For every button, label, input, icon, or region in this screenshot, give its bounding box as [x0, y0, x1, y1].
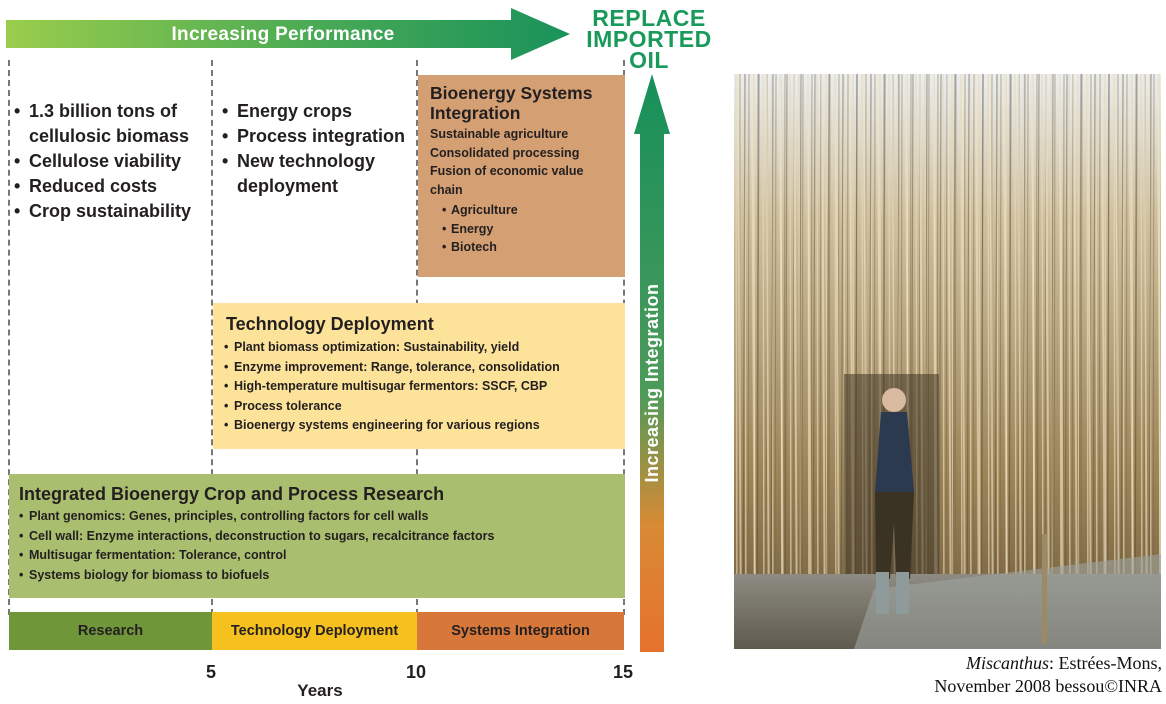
years-axis-label: Years — [297, 681, 343, 700]
list-item: Bioenergy systems engineering for variou… — [224, 416, 619, 436]
integrated-research-box: Integrated Bioenergy Crop and Process Re… — [9, 474, 625, 598]
list-item: Cell wall: Enzyme interactions, deconstr… — [19, 527, 619, 547]
replace-imported-oil-goal: REPLACE IMPORTED OIL — [568, 5, 730, 73]
year-tick: 15 — [612, 662, 634, 682]
detail-line: Consolidated processing — [430, 145, 580, 160]
list-item: New technology deployment — [222, 149, 414, 199]
list-item: Plant genomics: Genes, principles, contr… — [19, 507, 619, 527]
list-item: Energy — [442, 220, 615, 239]
miscanthus-field-image — [734, 74, 1161, 649]
list-item: Process integration — [222, 124, 414, 149]
list-item: 1.3 billion tons of cellulosic biomass — [14, 99, 209, 149]
systems-integration-title: Bioenergy Systems Integration — [430, 83, 593, 123]
photo-caption: Miscanthus: Estrées-Mons, November 2008 … — [800, 652, 1162, 698]
list-item: Agriculture — [442, 201, 615, 220]
list-item: Systems biology for biomass to biofuels — [19, 566, 619, 586]
year-tick: 10 — [405, 662, 427, 682]
value-chain-list: Agriculture Energy Biotech — [442, 201, 615, 257]
technology-deployment-box: Technology Deployment Plant biomass opti… — [213, 303, 625, 449]
integrated-research-title: Integrated Bioenergy Crop and Process Re… — [19, 484, 445, 504]
list-item: Process tolerance — [224, 397, 619, 417]
increasing-performance-arrow — [6, 8, 570, 60]
phase-research: Research — [9, 612, 212, 650]
integrated-research-list: Plant genomics: Genes, principles, contr… — [19, 507, 619, 585]
miscanthus-photo — [734, 74, 1161, 649]
caption-line-1: Miscanthus: Estrées-Mons, — [800, 652, 1162, 675]
detail-line: Sustainable agriculture — [430, 127, 569, 141]
caption-line-2: November 2008 bessou©INRA — [934, 676, 1162, 696]
increasing-integration-arrow — [634, 74, 670, 652]
phase-systems-integration: Systems Integration — [417, 612, 624, 650]
year-5-gridline — [211, 60, 213, 615]
year-0-gridline — [8, 60, 10, 615]
technology-deployment-title: Technology Deployment — [226, 314, 434, 334]
caption-location: : Estrées-Mons, — [1049, 653, 1162, 673]
list-item: Cellulose viability — [14, 149, 209, 174]
goal-line: IMPORTED — [586, 26, 712, 52]
increasing-performance-label: Increasing Performance — [171, 24, 395, 45]
person-figure — [875, 388, 914, 614]
detail-line: Fusion of economic value chain — [430, 164, 584, 197]
deployment-goals-list: Energy crops Process integration New tec… — [222, 99, 414, 199]
list-item: Multisugar fermentation: Tolerance, cont… — [19, 546, 619, 566]
technology-deployment-list: Plant biomass optimization: Sustainabili… — [224, 338, 619, 436]
list-item: Energy crops — [222, 99, 414, 124]
list-item: Plant biomass optimization: Sustainabili… — [224, 338, 619, 358]
systems-integration-box: Bioenergy Systems Integration Sustainabl… — [418, 75, 625, 277]
systems-integration-details: Sustainable agriculture Consolidated pro… — [430, 125, 615, 257]
list-item: High-temperature multisugar fermentors: … — [224, 377, 619, 397]
list-item: Biotech — [442, 238, 615, 257]
year-tick: 5 — [205, 662, 216, 682]
phase-technology-deployment: Technology Deployment — [212, 612, 417, 650]
list-item: Crop sustainability — [14, 199, 209, 224]
goal-line: REPLACE — [592, 5, 706, 31]
list-item: Reduced costs — [14, 174, 209, 199]
species-name: Miscanthus — [966, 653, 1050, 673]
goal-line: OIL — [629, 47, 669, 73]
research-goals-list: 1.3 billion tons of cellulosic biomass C… — [14, 99, 209, 224]
increasing-integration-label: Increasing Integration — [642, 283, 662, 483]
list-item: Enzyme improvement: Range, tolerance, co… — [224, 358, 619, 378]
